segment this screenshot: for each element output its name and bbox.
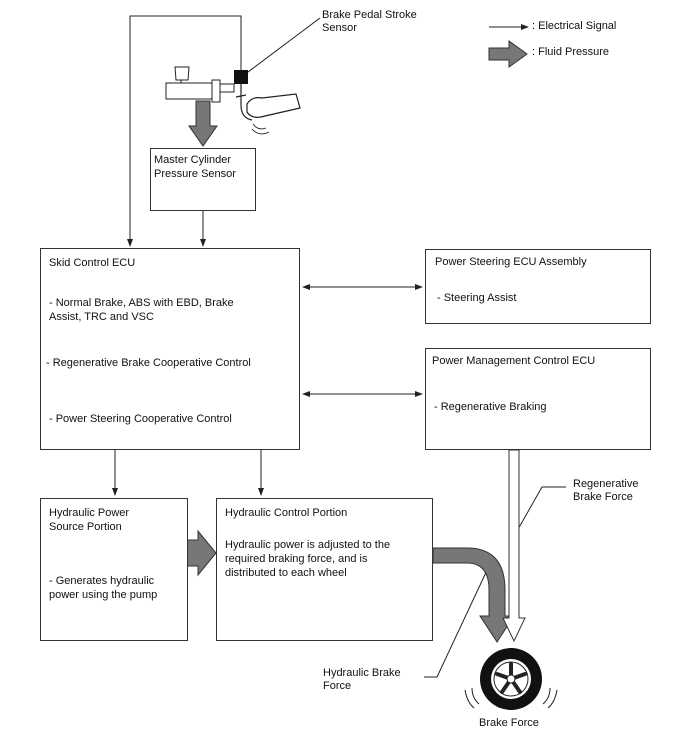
fluid-arrow-master — [188, 100, 218, 147]
fluid-arrow-hydraulic-to-wheel — [432, 547, 515, 643]
hydraulic-brake-force-label: Hydraulic Brake Force — [323, 667, 401, 692]
hydraulic-power-source-title: Hydraulic Power Source Portion — [49, 507, 130, 533]
hydraulic-power-source-item: - Generates hydraulic power using the pu… — [49, 575, 158, 601]
power-management-ecu-title: Power Management Control ECU — [432, 355, 596, 367]
skid-ecu-item-power-steering: - Power Steering Cooperative Control — [49, 413, 232, 425]
hydraulic-control-box: Hydraulic Control Portion Hydraulic powe… — [216, 498, 433, 641]
power-steering-ecu-item: - Steering Assist — [437, 292, 517, 304]
pedal-stroke-sensor-icon — [234, 70, 248, 84]
power-steering-ecu-title: Power Steering ECU Assembly — [435, 256, 587, 268]
power-steering-ecu-box: Power Steering ECU Assembly - Steering A… — [425, 249, 651, 324]
hydraulic-control-title: Hydraulic Control Portion — [225, 507, 348, 519]
skid-ecu-item-regenerative: - Regenerative Brake Cooperative Control — [46, 357, 251, 369]
brake-pedal-icon — [235, 84, 301, 135]
legend-electrical-label: : Electrical Signal — [532, 20, 617, 32]
regenerative-brake-force-label: Regenerative Brake Force — [573, 478, 639, 503]
wheel-icon — [464, 648, 558, 710]
legend-fluid-label: : Fluid Pressure — [532, 46, 610, 58]
hydraulic-control-item: Hydraulic power is adjusted to the requi… — [225, 539, 391, 579]
fluid-arrow-source-to-control — [186, 529, 217, 577]
legend-fluid-arrow — [488, 40, 528, 68]
skid-control-ecu-box: Skid Control ECU - Normal Brake, ABS wit… — [40, 248, 300, 450]
brake-force-label: Brake Force — [479, 717, 539, 729]
skid-ecu-item-normal-brake: - Normal Brake, ABS with EBD, Brake Assi… — [49, 297, 234, 323]
master-cylinder-pressure-sensor-box: Master Cylinder Pressure Sensor — [150, 148, 256, 211]
power-management-ecu-item: - Regenerative Braking — [434, 401, 547, 413]
electrical-lines — [112, 15, 566, 678]
regenerative-force-arrow — [502, 449, 526, 643]
master-cylinder-title: Master Cylinder Pressure Sensor — [154, 154, 236, 180]
brake-pedal-stroke-sensor-label: Brake Pedal Stroke Sensor — [322, 9, 417, 34]
power-management-ecu-box: Power Management Control ECU - Regenerat… — [425, 348, 651, 450]
skid-control-ecu-title: Skid Control ECU — [49, 257, 136, 269]
hydraulic-power-source-box: Hydraulic Power Source Portion - Generat… — [40, 498, 188, 641]
master-cylinder-icon — [165, 66, 235, 103]
